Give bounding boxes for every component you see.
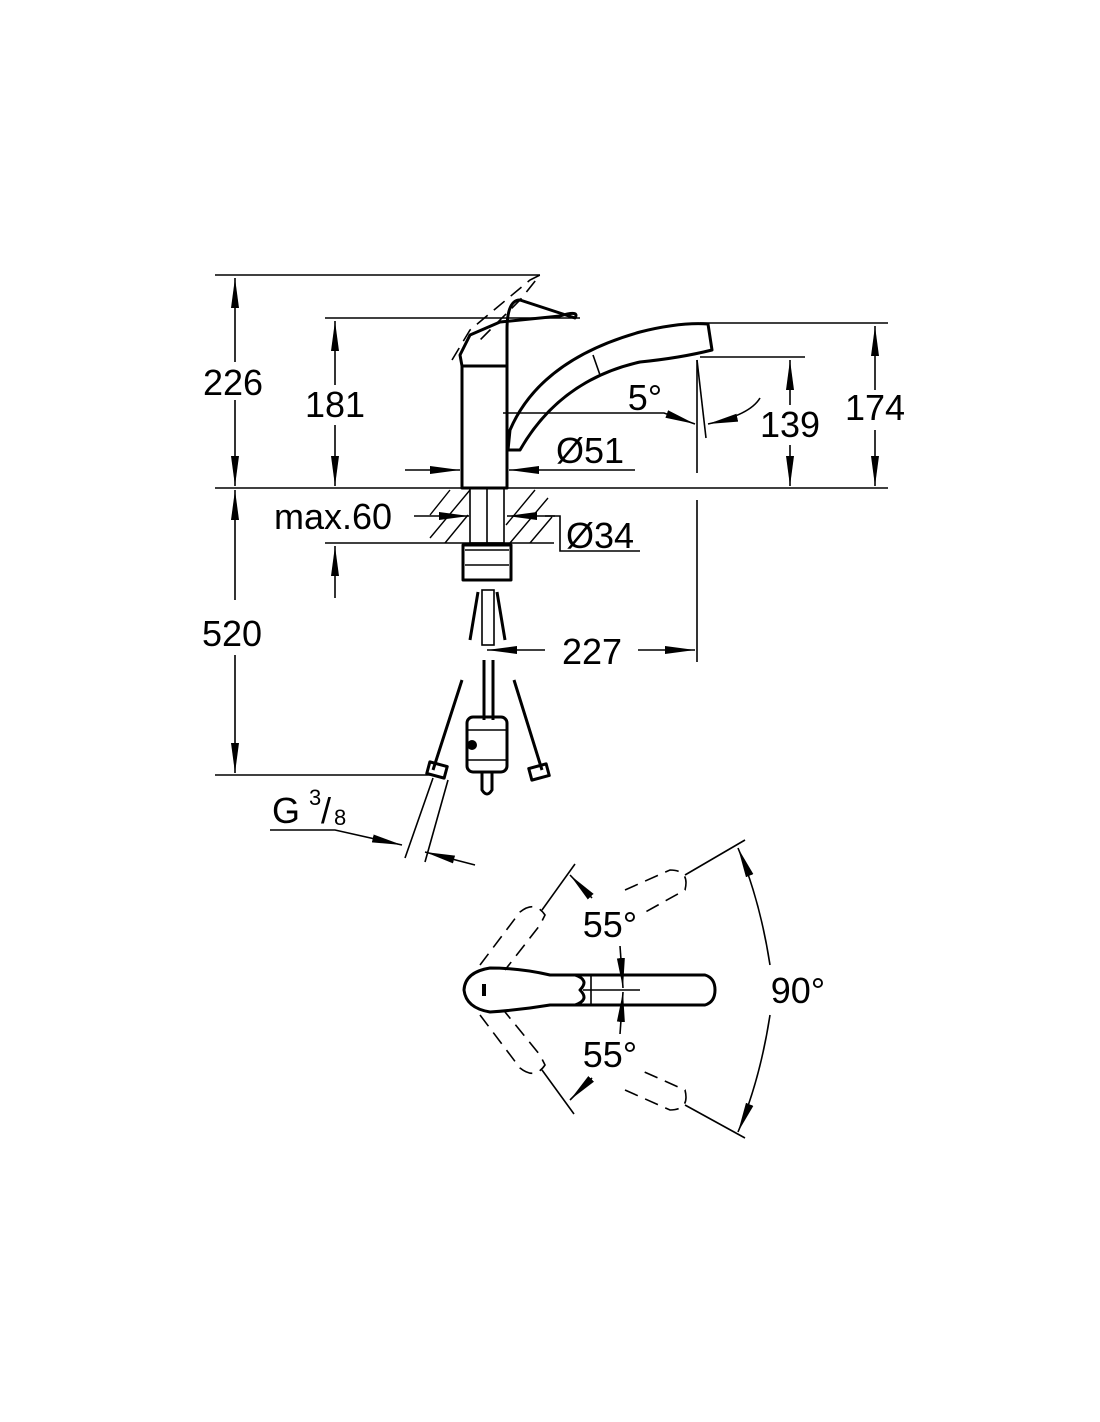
dim-max60-label: max.60 (274, 496, 392, 537)
thread-slash: / (321, 790, 331, 831)
angle-55-upper-label: 55° (583, 904, 637, 945)
thread-numerator: 3 (309, 785, 321, 810)
thread-g-label: G (272, 790, 300, 831)
angle-90-label: 90° (771, 970, 825, 1011)
thread-denominator: 8 (334, 805, 346, 830)
dim-226-label: 226 (203, 362, 263, 403)
dim-diameter-34-label: Ø34 (566, 515, 634, 556)
angle-55-lower-label: 55° (583, 1034, 637, 1075)
dim-520-label: 520 (202, 613, 262, 654)
lever-top-view (462, 869, 717, 1111)
dim-174-label: 174 (845, 387, 905, 428)
dim-227-label: 227 (562, 631, 622, 672)
faucet-side-view (404, 274, 714, 863)
dim-diameter-51-label: Ø51 (556, 430, 624, 471)
dim-139-label: 139 (760, 404, 820, 445)
dim-181-label: 181 (305, 384, 365, 425)
dim-5deg-label: 5° (628, 377, 662, 418)
